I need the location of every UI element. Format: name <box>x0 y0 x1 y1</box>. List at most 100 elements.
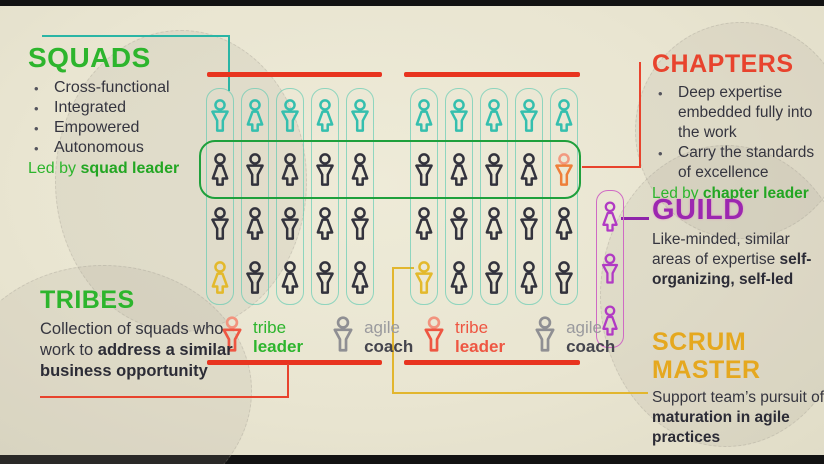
squad-member-cell <box>411 251 437 305</box>
guild-member-cell <box>597 191 623 243</box>
squad-member-cell <box>347 197 373 251</box>
squad-column <box>480 88 508 305</box>
tribe-leader-label: tribe leader <box>455 318 505 356</box>
person-icon-female <box>555 207 573 240</box>
squads-bullet-list: Cross-functional Integrated Empowered Au… <box>28 78 228 159</box>
chapters-bullet: Deep expertise embedded fully into the w… <box>656 83 824 143</box>
agile-coach-label: agile coach <box>566 318 615 356</box>
guild-text-bold: self-organizing, self-led <box>652 251 812 288</box>
tribes-title: TRIBES <box>40 286 135 314</box>
person-icon-female <box>281 261 299 294</box>
led-by-role: chapter leader <box>702 185 809 202</box>
agile-coach-word2: coach <box>566 337 616 356</box>
person-icon-female <box>246 99 264 132</box>
agile-coach-icon <box>329 313 357 361</box>
person-icon-male <box>281 99 299 132</box>
person-icon-male <box>601 253 619 284</box>
squad-column <box>276 88 304 305</box>
person-icon-female <box>246 207 264 240</box>
person-icon-male <box>351 99 369 132</box>
guild-text-normal: Like-minded, similar areas of expertise <box>652 231 790 268</box>
tribe-group-left <box>206 88 374 305</box>
squad-column <box>445 88 473 305</box>
chapters-led-by: Led by chapter leader <box>652 185 824 203</box>
squad-member-cell <box>207 251 233 305</box>
squad-member-cell <box>207 197 233 251</box>
scrum-text-bold: maturation in agile practices <box>652 409 790 446</box>
scrum-master-section: SCRUM MASTER Support team’s pursuit of m… <box>652 328 824 448</box>
squad-member-cell <box>242 143 268 197</box>
squad-member-cell <box>312 143 338 197</box>
squads-bullet: Integrated <box>32 98 228 119</box>
person-icon-male <box>485 153 503 186</box>
squads-section: SQUADS Cross-functional Integrated Empow… <box>28 42 228 178</box>
tribe-leader-label: tribe leader <box>253 318 303 356</box>
tribe-right-top-bar <box>404 72 580 77</box>
person-icon-male <box>415 261 433 294</box>
agile-coach-word2: coach <box>364 337 414 356</box>
tribes-connector-horizontal <box>40 396 288 398</box>
person-icon-female <box>415 207 433 240</box>
person-icon-male <box>246 261 264 294</box>
tribes-text-normal: Collection of squads who work to <box>40 320 224 359</box>
person-icon-male <box>316 153 334 186</box>
guild-member-cell <box>597 295 623 347</box>
person-icon-female <box>211 261 229 294</box>
chapters-connector-vertical <box>639 62 641 168</box>
squads-bullet: Empowered <box>32 118 228 139</box>
squad-member-cell <box>446 251 472 305</box>
squad-column <box>410 88 438 305</box>
person-icon-male <box>535 316 555 352</box>
scrum-master-description: Support team’s pursuit of maturation in … <box>652 388 824 448</box>
chapter-highlight-rect <box>199 140 581 199</box>
person-icon-female <box>602 201 618 232</box>
squad-member-cell <box>516 143 542 197</box>
person-icon-female <box>485 99 503 132</box>
scrum-connector-horizontal <box>392 392 648 394</box>
scrum-connector-stub <box>392 267 414 269</box>
led-by-prefix: Led by <box>652 185 703 202</box>
squad-member-cell <box>551 89 577 143</box>
person-icon-female <box>281 153 299 186</box>
squads-connector-horizontal <box>42 35 230 37</box>
person-icon-female <box>555 99 573 132</box>
person-icon-male <box>281 207 299 240</box>
watermark-circle <box>600 145 824 447</box>
person-icon-female <box>316 207 334 240</box>
person-icon-female <box>316 99 334 132</box>
person-icon-male <box>485 261 503 294</box>
person-icon-male <box>246 153 264 186</box>
person-icon-male <box>333 316 353 352</box>
person-icon-male <box>211 207 229 240</box>
person-icon-female <box>351 261 369 294</box>
person-icon-female <box>520 153 538 186</box>
guild-title: GUILD <box>652 194 745 226</box>
person-icon-male <box>415 153 433 186</box>
squad-column <box>311 88 339 305</box>
squad-member-cell <box>347 251 373 305</box>
legend-right: tribe leader agile coach <box>420 313 615 361</box>
squad-member-cell <box>551 251 577 305</box>
agile-coach-word1: agile <box>364 318 401 337</box>
squads-connector-vertical <box>228 35 230 91</box>
squad-member-cell <box>312 89 338 143</box>
scrum-master-title: SCRUM MASTER <box>652 328 761 384</box>
squad-member-cell <box>551 197 577 251</box>
squad-column <box>515 88 543 305</box>
squad-member-cell <box>242 251 268 305</box>
squad-member-cell <box>411 143 437 197</box>
squad-member-cell <box>481 197 507 251</box>
tribe-leader-word2: leader <box>455 337 506 356</box>
top-frame-bar <box>0 0 824 6</box>
tribes-section: TRIBES Collection of squads who work to … <box>40 286 252 382</box>
squad-member-cell <box>481 251 507 305</box>
person-icon-male <box>222 316 242 352</box>
squad-column <box>346 88 374 305</box>
person-icon-male <box>316 261 334 294</box>
scrum-text-normal: Support team’s pursuit of <box>652 389 824 406</box>
person-icon-male <box>450 207 468 240</box>
agile-coach-label: agile coach <box>364 318 413 356</box>
person-icon-female <box>520 261 538 294</box>
person-icon-female <box>415 99 433 132</box>
tribe-leader-word1: tribe <box>253 318 287 337</box>
